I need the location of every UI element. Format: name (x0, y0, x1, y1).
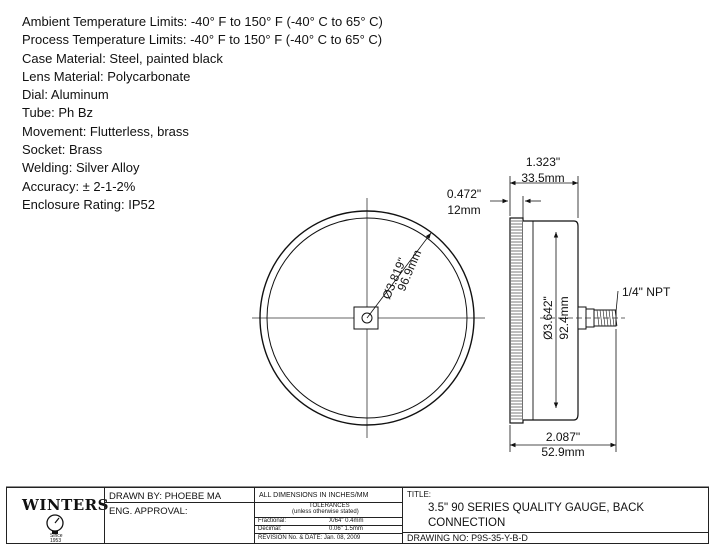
lens-offset-inch: 0.472" (447, 187, 481, 201)
bezel-knurl (511, 220, 522, 420)
divider-tolerances-title (402, 488, 403, 543)
title-line-2: CONNECTION (428, 517, 506, 529)
top-depth-mm: 33.5mm (521, 171, 564, 185)
spec-case-material: Case Material: Steel, painted black (22, 50, 223, 66)
npt-leader (615, 290, 619, 313)
bottom-depth-inch: 2.087" (546, 430, 580, 444)
tolerances-note: (unless otherwise stated) (292, 509, 359, 515)
eng-approval: ENG. APPROVAL: (109, 506, 188, 517)
divider-fractional (254, 525, 402, 526)
revision: REVISION No. & DATE: Jan. 08, 2009 (258, 535, 361, 541)
spec-socket: Socket: Brass (22, 142, 103, 158)
connection-label: 1/4" NPT (622, 285, 671, 299)
center-pin (361, 312, 373, 324)
spec-tube: Tube: Ph Bz (22, 105, 94, 121)
spec-movement: Movement: Flutterless, brass (22, 123, 189, 139)
title-line-1: 3.5" 90 SERIES QUALITY GAUGE, BACK (428, 502, 645, 514)
title-block: WINTERS Since 1953 DRAWN BY: PHOEBE MA E… (6, 487, 709, 544)
divider-units (254, 502, 402, 503)
front-view: Ø3.819" 96.9mm (252, 198, 485, 438)
drawn-by: DRAWN BY: PHOEBE MA (109, 491, 222, 502)
divider-approval (254, 488, 255, 543)
spec-ambient-temperature: Ambient Temperature Limits: -40° F to 15… (22, 14, 383, 29)
gauge-logo-icon (46, 514, 64, 534)
tolerances-heading: TOLERANCES (309, 503, 350, 509)
spec-lens-material: Lens Material: Polycarbonate (22, 68, 191, 84)
fractional-label: Fractional: (258, 518, 287, 524)
gauge-inner-circle (266, 217, 468, 419)
units-note: ALL DIMENSIONS IN INCHES/MM (259, 492, 369, 499)
decimal-value: 0.06" 1.5mm (329, 526, 363, 532)
spec-accuracy: Accuracy: ± 2-1-2% (22, 178, 136, 194)
divider-decimal (254, 533, 402, 534)
gauge-outer-circle (259, 210, 475, 426)
drawing-number: DRAWING NO: P9S-35-Y-B-D (407, 533, 528, 543)
logo-wordmark: WINTERS (22, 496, 109, 514)
side-diameter-inch: Ø3.642" (541, 296, 555, 340)
divider-logo (104, 488, 105, 543)
divider-title (402, 532, 708, 533)
spec-welding: Welding: Silver Alloy (22, 160, 140, 176)
side-diameter-mm: 92.4mm (557, 296, 571, 339)
winters-logo: WINTERS Since 1953 (7, 488, 108, 544)
spec-list: Ambient Temperature Limits: -40° F to 15… (22, 13, 383, 214)
decimal-label: Decimal: (258, 526, 282, 532)
lens-offset-mm: 12mm (447, 203, 480, 217)
spec-process-temperature: Process Temperature Limits: -40° F to 15… (22, 32, 383, 48)
spec-enclosure-rating: Enclosure Rating: IP52 (22, 196, 155, 212)
logo-since: Since (50, 533, 63, 539)
title-label: TITLE: (407, 490, 432, 499)
logo-year: 1953 (50, 538, 62, 544)
top-depth-inch: 1.323" (526, 155, 560, 169)
spec-dial: Dial: Aluminum (22, 87, 109, 103)
bottom-depth-mm: 52.9mm (541, 445, 584, 459)
side-view: 1/4" NPT Ø3.642" 92.4mm 1.323" 33.5mm 0.… (447, 155, 671, 459)
fractional-value: X/64" 0.4mm (329, 518, 364, 524)
front-diameter-leader (366, 232, 432, 319)
divider-tolerances (254, 517, 402, 518)
center-hub (353, 306, 379, 330)
divider-drawn-by (104, 502, 254, 503)
